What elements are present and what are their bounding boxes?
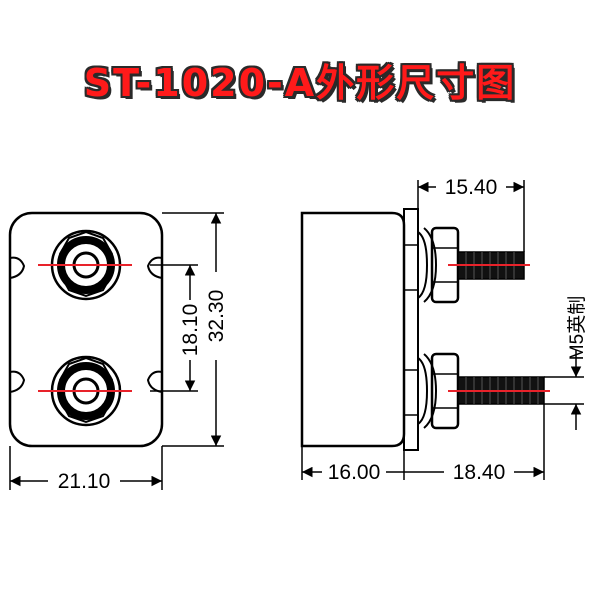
front-body-outline	[8, 211, 164, 448]
dim-nut-projection: 15.40	[445, 176, 498, 199]
dim-front-height: 32.30	[205, 290, 228, 343]
side-view	[300, 208, 460, 451]
dim-body-depth: 16.00	[328, 461, 381, 484]
side-flange	[403, 208, 419, 451]
drawing-title: ST-1020-A外形尺寸图	[83, 61, 517, 105]
dim-terminal-spacing: 18.10	[179, 304, 202, 357]
dim-bolt-length: 18.40	[453, 461, 506, 484]
side-body-outline	[300, 211, 406, 448]
dim-thread-spec: M5英制	[566, 296, 588, 360]
front-side-notches	[9, 256, 163, 393]
front-view	[8, 211, 164, 448]
front-dimension-lines	[9, 212, 224, 490]
side-dimension-lines	[301, 180, 584, 480]
side-terminal-lower	[417, 352, 460, 430]
dim-front-width: 21.10	[58, 470, 111, 493]
